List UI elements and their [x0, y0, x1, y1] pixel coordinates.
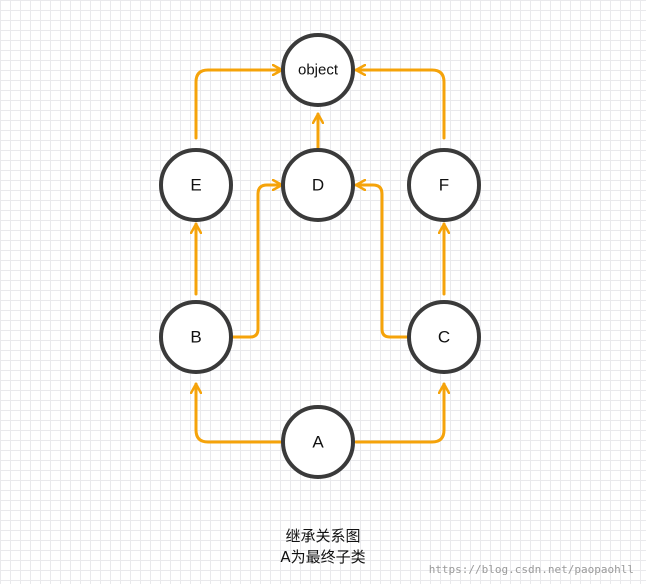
- node-a-label: A: [312, 433, 324, 452]
- edge-e-to-object: [194, 70, 284, 140]
- edges-group: [194, 70, 446, 444]
- node-f: F: [407, 148, 481, 222]
- node-c: C: [407, 300, 481, 374]
- caption-title: 继承关系图: [285, 527, 361, 545]
- edge-c-to-d: [354, 185, 410, 339]
- node-d: D: [281, 148, 355, 222]
- watermark-url: https://blog.csdn.net/paopaohll: [428, 563, 634, 576]
- edge-f-to-object: [354, 70, 446, 140]
- node-b-label: B: [190, 328, 201, 347]
- node-d-label: D: [312, 176, 324, 195]
- node-b: B: [159, 300, 233, 374]
- node-f-label: F: [439, 176, 449, 195]
- edge-b-to-d: [230, 185, 284, 339]
- node-e: E: [159, 148, 233, 222]
- node-c-label: C: [438, 328, 450, 347]
- edge-a-to-c: [354, 382, 444, 444]
- edge-a-to-b: [196, 382, 284, 444]
- caption-subtitle: A为最终子类: [280, 548, 366, 566]
- node-object: object: [281, 33, 355, 107]
- node-a: A: [281, 405, 355, 479]
- node-object-label: object: [298, 62, 339, 79]
- node-e-label: E: [190, 176, 201, 195]
